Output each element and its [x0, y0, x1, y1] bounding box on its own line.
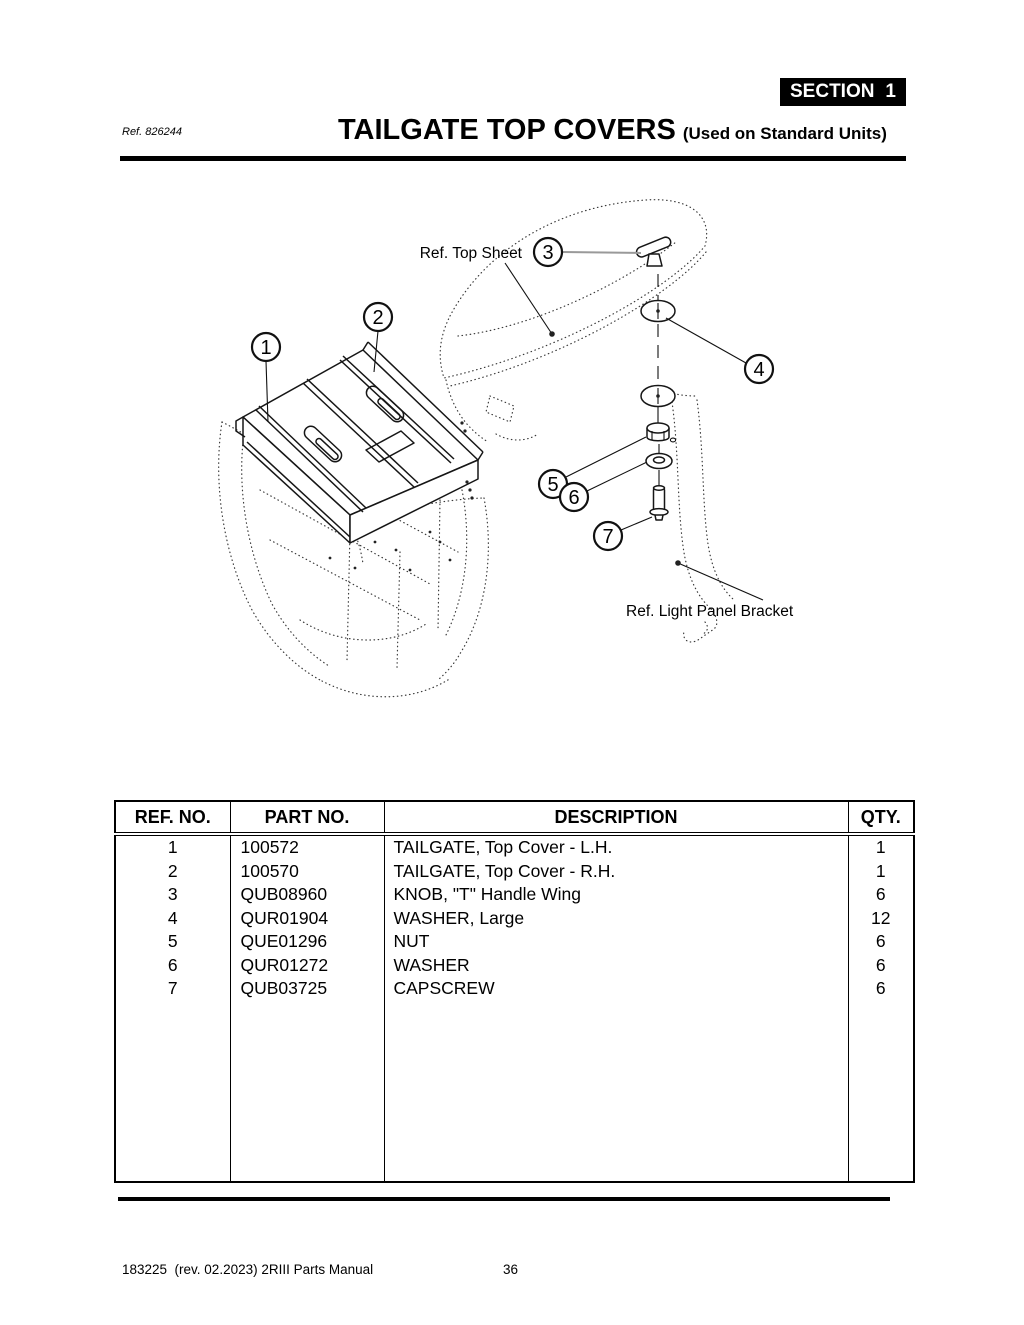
footer-page-number: 36: [503, 1262, 519, 1277]
ref-cell: 6: [167, 954, 178, 975]
qty-cell: 1: [847, 834, 914, 860]
table-empty-space: [115, 1000, 914, 1182]
footer-manual-info: 183225 (rev. 02.2023) 2RIII Parts Manual: [122, 1262, 374, 1277]
part-cell: 100570: [229, 859, 384, 883]
top-covers-drawing: [235, 341, 484, 544]
svg-text:3: 3: [542, 242, 553, 264]
ref-cell: 1: [167, 837, 178, 857]
qty-cell: 6: [847, 930, 914, 954]
qty-cell: 1: [847, 859, 914, 883]
figure-ref-number: Ref. 826244: [122, 126, 182, 138]
large-washer-lower: [640, 384, 676, 408]
desc-cell: KNOB, "T" Handle Wing: [383, 883, 848, 907]
top-sheet-label: Ref. Top Sheet: [420, 245, 523, 262]
ref-cell: 2: [167, 860, 178, 881]
large-washer-upper: [640, 299, 676, 323]
desc-cell: TAILGATE, Top Cover - L.H.: [383, 834, 848, 860]
qty-cell: 6: [847, 883, 914, 907]
callout-6-marker: 6: [558, 481, 590, 513]
svg-text:6: 6: [568, 487, 579, 509]
part-cell: QUB03725: [229, 977, 384, 1001]
svg-text:1: 1: [260, 337, 271, 359]
t-handle-knob: [635, 236, 672, 267]
description-header: DESCRIPTION: [383, 801, 848, 836]
svg-text:5: 5: [547, 474, 558, 496]
svg-text:4: 4: [753, 359, 764, 381]
light-panel-bracket-label: Ref. Light Panel Bracket: [626, 603, 794, 620]
footer-rule: [118, 1197, 890, 1201]
table-row: 6 QUR01272 WASHER 6: [115, 953, 914, 977]
ref-cell: 4: [167, 907, 178, 928]
small-washer: [645, 452, 673, 470]
part-cell: QUR01272: [229, 953, 384, 977]
desc-cell: CAPSCREW: [383, 977, 848, 1001]
nut: [646, 422, 677, 443]
header-rule: [120, 156, 906, 161]
page-title-subtitle: (Used on Standard Units): [682, 124, 887, 143]
part-no-header: PART NO.: [229, 801, 384, 836]
parts-table: REF. NO. PART NO. DESCRIPTION QTY. 1 100…: [114, 800, 915, 1183]
desc-cell: NUT: [383, 930, 848, 954]
part-cell: QUB08960: [229, 883, 384, 907]
top-sheet-outline: [439, 199, 708, 443]
leader-lines: [265, 251, 764, 601]
capscrew: [649, 485, 669, 521]
section-number: 1: [885, 81, 896, 102]
table-header-row: REF. NO. PART NO. DESCRIPTION QTY.: [115, 801, 914, 836]
qty-cell: 12: [847, 906, 914, 930]
callout-2-marker: 2: [362, 301, 394, 333]
qty-cell: 6: [847, 953, 914, 977]
desc-cell: WASHER, Large: [383, 906, 848, 930]
callout-4-marker: 4: [743, 353, 775, 385]
section-label: SECTION: [790, 81, 875, 102]
ref-cell: 7: [167, 978, 178, 998]
table-row: 5 QUE01296 NUT 6: [115, 930, 914, 954]
ref-no-header: REF. NO.: [115, 801, 230, 836]
part-cell: 100572: [229, 834, 384, 860]
desc-cell: WASHER: [383, 953, 848, 977]
light-panel-bracket-outline: [661, 389, 734, 643]
desc-cell: TAILGATE, Top Cover - R.H.: [383, 859, 848, 883]
svg-text:7: 7: [602, 526, 613, 548]
hardware-stack: [635, 236, 677, 521]
svg-text:2: 2: [372, 307, 383, 329]
callout-1-marker: 1: [250, 331, 282, 363]
part-cell: QUR01904: [229, 906, 384, 930]
callout-7-marker: 7: [592, 520, 624, 552]
ref-cell: 3: [167, 884, 178, 904]
table-row: 3 QUB08960 KNOB, "T" Handle Wing 6: [115, 883, 914, 907]
section-badge: SECTION 1: [780, 78, 906, 106]
table-row: 7 QUB03725 CAPSCREW 6: [115, 977, 914, 1001]
part-cell: QUE01296: [229, 930, 384, 954]
page-title: TAILGATE TOP COVERS (Used on Standard Un…: [338, 114, 887, 147]
ref-cell: 5: [167, 931, 178, 951]
qty-cell: 6: [847, 977, 914, 1001]
page-title-main: TAILGATE TOP COVERS: [338, 114, 676, 146]
callout-3-marker: 3: [532, 236, 564, 268]
table-row: 1 100572 TAILGATE, Top Cover - L.H. 1: [115, 834, 914, 860]
parts-diagram: Ref. Top Sheet Ref. Light Panel Bracket …: [218, 199, 794, 698]
table-row: 4 QUR01904 WASHER, Large 12: [115, 906, 914, 930]
qty-header: QTY.: [847, 801, 914, 836]
table-row: 2 100570 TAILGATE, Top Cover - R.H. 1: [115, 859, 914, 883]
